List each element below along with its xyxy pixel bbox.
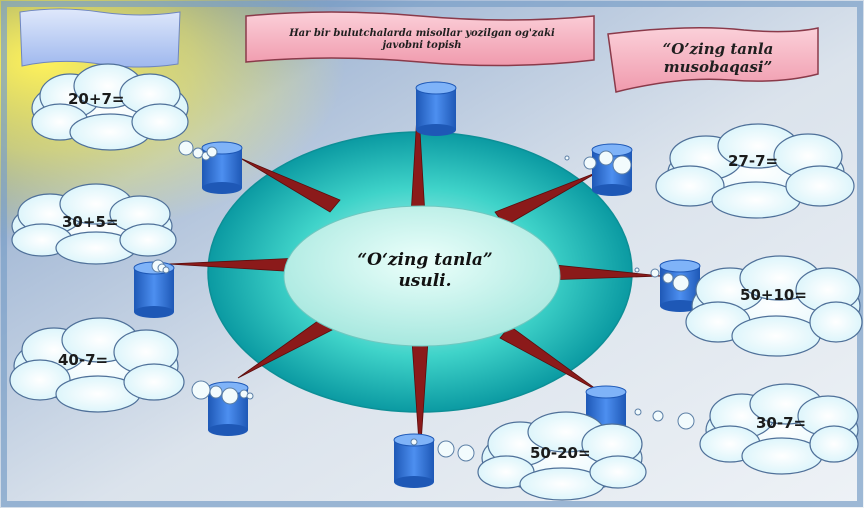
spike-top-left: [239, 157, 341, 213]
title-banner-line2: javobni topish: [382, 40, 462, 51]
cloud-3-label[interactable]: 40-7=: [58, 351, 109, 369]
cloud-2-label[interactable]: 30+5=: [62, 213, 119, 231]
cylinder-top: [415, 81, 457, 136]
cloud-4-label[interactable]: 27-7=: [728, 152, 779, 170]
cloud-6-label[interactable]: 30-7=: [756, 414, 807, 432]
cylinder-bottom: [393, 433, 435, 488]
cloud-5-label[interactable]: 50+10=: [740, 286, 807, 304]
center-title-line2: usuli.: [398, 271, 452, 291]
cloud-2: [11, 183, 177, 265]
name-banner-line2: musobaqasi”: [663, 58, 773, 76]
center-disc: [283, 205, 561, 347]
cloud-3: [9, 317, 185, 413]
cloud-7-label[interactable]: 50-20=: [530, 444, 591, 462]
name-banner-text: “O’zing tanla musobaqasi”: [620, 40, 816, 76]
cloud-1-label[interactable]: 20+7=: [68, 90, 125, 108]
cloud-5: [685, 255, 863, 357]
name-banner-line1: “O’zing tanla: [662, 40, 774, 58]
center-title: “O‘zing tanla” usuli.: [300, 250, 550, 292]
cloud-7: [477, 411, 647, 501]
title-banner-text: Har bir bulutchalarda misollar yozilgan …: [252, 28, 592, 52]
title-banner: [245, 11, 595, 67]
name-banner: [607, 27, 819, 93]
clouds: [9, 63, 863, 501]
cloud-1: [31, 63, 189, 151]
blank-banner: [19, 8, 181, 68]
center-title-line1: “O‘zing tanla”: [357, 250, 493, 270]
title-banner-line1: Har bir bulutchalarda misollar yozilgan …: [289, 28, 555, 39]
thought-bubbles: [151, 140, 695, 462]
spikes: [167, 97, 663, 459]
cloud-4: [655, 123, 855, 219]
cloud-6: [699, 383, 859, 475]
